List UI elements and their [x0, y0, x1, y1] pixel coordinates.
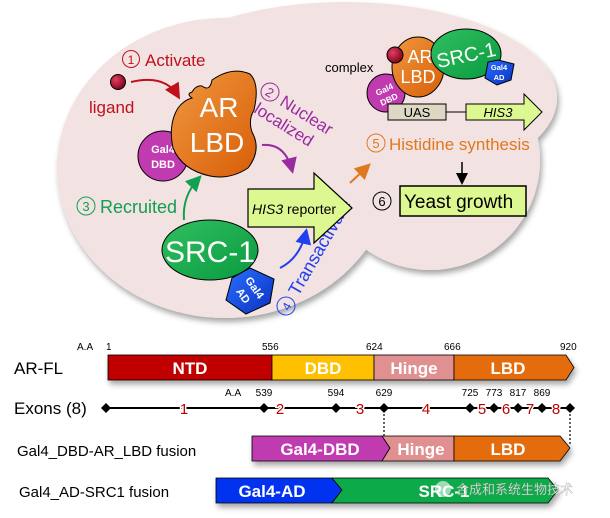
exon-number-1: 1: [180, 401, 188, 418]
gal4-dbd-label: Gal4-DBD: [280, 440, 359, 459]
gal4-ad-label: Gal4-AD: [238, 482, 305, 501]
pos-666: 666: [444, 342, 461, 353]
exon-boundary-label: 629: [376, 388, 393, 399]
svg-text:Yeast growth: Yeast growth: [404, 192, 513, 213]
step-6-label: 6: [372, 191, 392, 211]
ar-fl-label: AR-FL: [14, 359, 63, 378]
exon-boundary-725: [465, 403, 475, 413]
exon-boundary-label: 539: [256, 388, 273, 399]
svg-text:Gal4: Gal4: [151, 144, 176, 156]
svg-text:合成和系统生物技术: 合成和系统生物技术: [456, 482, 573, 497]
histidine-arrow: [349, 163, 371, 184]
complex-gal4-ad: Gal4 AD: [484, 59, 515, 86]
ar-fl-aa-label: A.A: [77, 342, 93, 353]
fusion-hinge-label: Hinge: [397, 440, 444, 459]
step-3-label: 3 Recruited: [76, 196, 177, 217]
svg-text:5: 5: [372, 136, 379, 151]
yeast-growth-box: Yeast growth: [399, 185, 527, 217]
ntd-label: NTD: [173, 359, 208, 378]
svg-text:LBD: LBD: [190, 127, 244, 158]
segment-lbd: [453, 354, 575, 381]
pos-1: 1: [106, 342, 112, 353]
ligand-icon: [110, 74, 126, 90]
exon-boundary-629: [379, 403, 389, 413]
segment-fusion-hinge: [381, 435, 455, 462]
exon-boundary-label: 725: [462, 388, 479, 399]
exon-boundary-label: 817: [510, 388, 527, 399]
svg-text:HIS3 reporter: HIS3 reporter: [252, 201, 336, 217]
segment-dbd: [271, 354, 375, 381]
exon-number-3: 3: [356, 401, 364, 418]
segment-ntd: [107, 354, 273, 381]
exon-number-4: 4: [422, 401, 430, 418]
svg-text:LBD: LBD: [400, 67, 435, 87]
exon-boundary-773: [489, 403, 499, 413]
exon-boundary-817: [513, 403, 523, 413]
lbd-label: LBD: [491, 359, 526, 378]
exons-label: Exons (8): [14, 399, 87, 418]
exon-boundary-label: 773: [486, 388, 503, 399]
svg-text:UAS: UAS: [404, 105, 431, 120]
svg-text:3: 3: [82, 199, 89, 214]
exon-boundary-869: [537, 403, 547, 413]
svg-text:HIS3: HIS3: [484, 105, 514, 120]
gal4-ad-protein: Gal4 AD: [225, 267, 275, 315]
recruited-arrow: [182, 175, 202, 221]
exons-aa-label: A.A: [225, 388, 241, 399]
watermark: 合成和系统生物技术: [435, 481, 573, 497]
svg-text:Histidine synthesis: Histidine synthesis: [389, 135, 530, 154]
complex-src1: SRC-1: [430, 28, 502, 80]
segment-hinge: [373, 354, 455, 381]
exon-number-7: 7: [526, 401, 534, 418]
pos-920: 920: [560, 342, 577, 353]
step-5-label: 5 Histidine synthesis: [366, 133, 530, 154]
exon-boundary-539: [259, 403, 269, 413]
exon-boundary-594: [331, 403, 341, 413]
svg-text:AD: AD: [494, 73, 505, 82]
hinge-label: Hinge: [390, 359, 437, 378]
his3-gene: HIS3: [465, 92, 543, 132]
exon-number-5: 5: [478, 401, 486, 418]
segment-fusion-lbd: [453, 435, 571, 462]
nuclear-arrow: [261, 143, 297, 174]
step-1-label: 1 Activate: [122, 50, 205, 70]
ar-lbd-protein: AR LBD: [170, 70, 257, 178]
uas-box: UAS: [387, 103, 447, 121]
svg-text:Gal4: Gal4: [491, 63, 508, 72]
svg-text:6: 6: [378, 194, 385, 209]
svg-text:Activate: Activate: [145, 51, 205, 70]
fusion-dbd-bar: [251, 435, 571, 462]
svg-text:SRC-1: SRC-1: [165, 236, 255, 269]
exon-end-marker: [565, 403, 575, 413]
ar-fl-bar: [107, 354, 575, 381]
complex-ligand-icon: [386, 46, 404, 64]
fusion-ad-bar: [215, 477, 559, 504]
svg-text:1: 1: [128, 53, 135, 67]
svg-text:Recruited: Recruited: [100, 197, 177, 217]
fusion-lbd-label: LBD: [491, 440, 526, 459]
svg-text:AR: AR: [200, 92, 239, 123]
complex-label: complex: [325, 60, 374, 75]
pos-556: 556: [262, 342, 279, 353]
src1-protein: SRC-1: [161, 219, 259, 281]
transactivate-arrow: [279, 228, 312, 269]
fusion-ad-label: Gal4_AD-SRC1 fusion: [19, 484, 169, 501]
exon-number-8: 8: [552, 401, 560, 418]
dbd-label: DBD: [305, 359, 342, 378]
exon-number-2: 2: [276, 401, 284, 418]
exon-start-marker: [101, 403, 111, 413]
his3-reporter: HIS3 reporter: [247, 171, 353, 245]
ligand-label: ligand: [89, 98, 134, 117]
fusion-dbd-label: Gal4_DBD-AR_LBD fusion: [17, 443, 196, 460]
exon-boundary-label: 594: [328, 388, 345, 399]
svg-text:AR: AR: [407, 47, 432, 67]
exon-boundary-label: 869: [534, 388, 551, 399]
exon-number-6: 6: [502, 401, 510, 418]
svg-text:DBD: DBD: [151, 159, 175, 171]
pos-624: 624: [366, 342, 383, 353]
activate-arrow: [130, 78, 181, 100]
